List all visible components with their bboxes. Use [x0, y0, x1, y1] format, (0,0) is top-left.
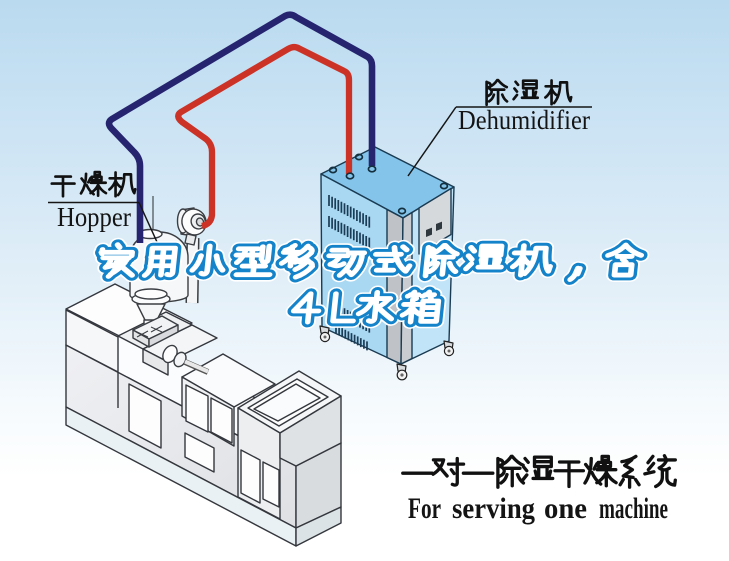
svg-text:Hopper: Hopper [57, 201, 131, 232]
svg-text:Dehumidifier: Dehumidifier [458, 105, 590, 135]
svg-text:serving: serving [452, 492, 535, 525]
svg-text:For: For [408, 492, 441, 525]
svg-text:machine: machine [599, 492, 668, 525]
svg-text:one: one [544, 492, 587, 525]
